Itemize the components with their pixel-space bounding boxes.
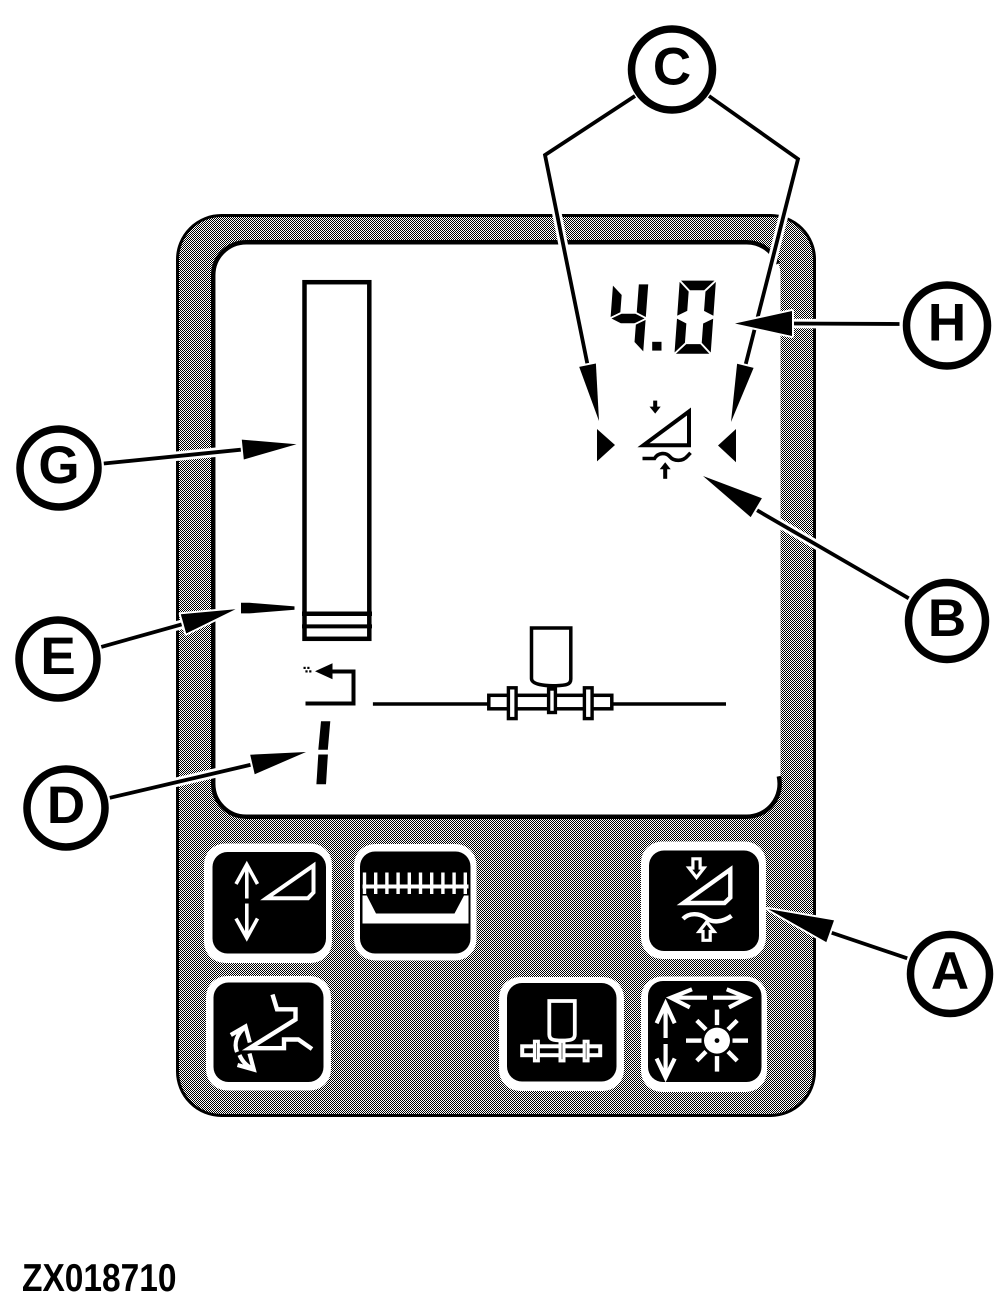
svg-text:E: E [40,627,75,686]
svg-text:ZX018710: ZX018710 [22,1256,177,1300]
svg-text:A: A [931,942,969,1001]
svg-text:H: H [928,294,966,353]
svg-text:D: D [47,776,85,835]
svg-text:C: C [653,38,691,97]
svg-text:G: G [38,436,79,495]
svg-text:B: B [928,589,966,648]
